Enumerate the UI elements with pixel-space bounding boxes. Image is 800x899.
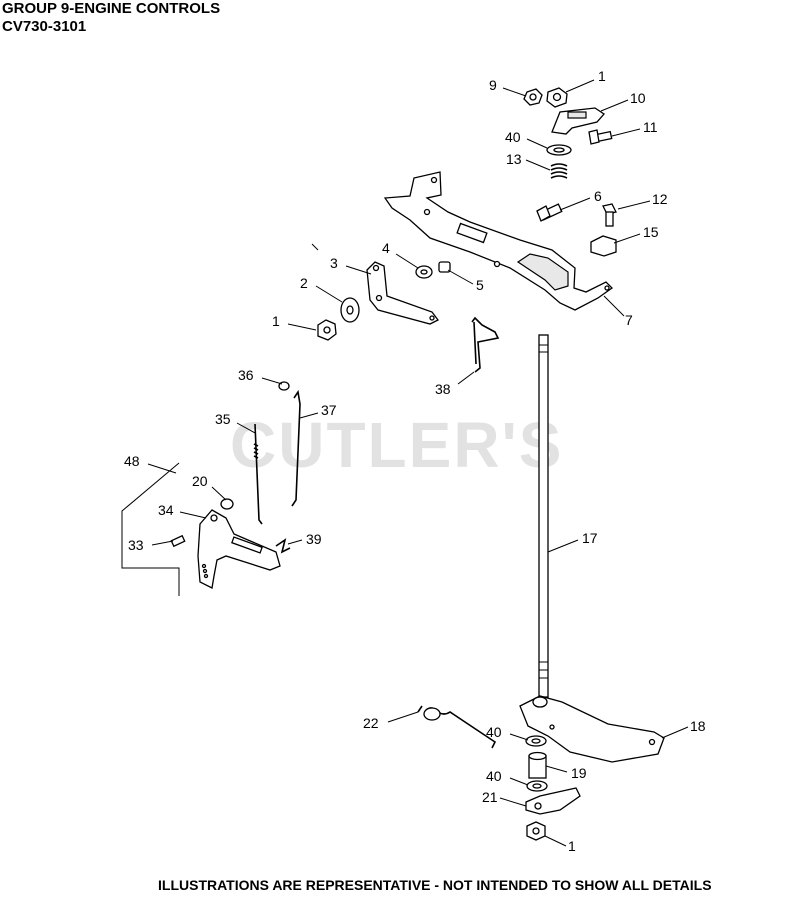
watermark: CUTLER'S (230, 409, 564, 481)
part-11-screw (588, 129, 613, 145)
callout-1-top: 1 (598, 68, 606, 84)
part-48-group-outline (121, 462, 180, 596)
part-40-washer-top (546, 144, 572, 156)
callout-1-left: 1 (272, 313, 280, 329)
callout-17: 17 (582, 530, 598, 546)
part-7-main-bracket (383, 171, 614, 311)
part-38-link (471, 316, 500, 373)
callout-6: 6 (594, 188, 602, 204)
disclaimer-footer: ILLUSTRATIONS ARE REPRESENTATIVE - NOT I… (158, 877, 712, 893)
part-10-bracket (551, 107, 605, 135)
callout-9: 9 (489, 77, 497, 93)
callout-37: 37 (321, 402, 337, 418)
part-17-shaft (538, 334, 549, 698)
callout-40-mid: 40 (486, 724, 502, 740)
part-37-rod (291, 389, 301, 507)
callout-4: 4 (382, 240, 390, 256)
callout-labels: 9 1 10 11 40 13 6 12 15 4 3 5 2 7 1 38 3… (124, 68, 706, 854)
callout-7: 7 (625, 312, 633, 328)
callout-10: 10 (630, 90, 646, 106)
callout-18: 18 (690, 718, 706, 734)
part-15-clip (590, 235, 617, 257)
callout-35: 35 (215, 411, 231, 427)
callout-21: 21 (482, 789, 498, 805)
callout-11: 11 (643, 119, 658, 135)
callout-1-bottom: 1 (568, 838, 576, 854)
part-9-nut (523, 88, 543, 106)
part-5-clip (438, 261, 451, 273)
callout-48: 48 (124, 453, 140, 469)
callout-13: 13 (506, 151, 522, 167)
callout-19: 19 (571, 765, 587, 781)
callout-40-top: 40 (505, 129, 521, 145)
callout-2: 2 (300, 275, 308, 291)
callout-39: 39 (306, 531, 322, 547)
part-34-lever-plate (197, 509, 281, 589)
callout-12: 12 (652, 191, 668, 207)
part-35-rod (253, 423, 263, 525)
part-22-spring (417, 705, 497, 749)
part-13-spring (550, 163, 568, 179)
callout-5: 5 (476, 277, 484, 293)
part-6-bolt (536, 203, 563, 222)
part-19-spacer (528, 751, 547, 779)
model-number: CV730-3101 (2, 18, 87, 35)
part-3-lever (366, 261, 439, 325)
callout-3: 3 (330, 255, 338, 271)
part-39-clip (275, 538, 291, 554)
page-title: GROUP 9-ENGINE CONTROLS (2, 0, 221, 17)
part-20-nut (220, 498, 234, 510)
part-21-lever (525, 787, 581, 815)
part-12-screw (602, 203, 617, 227)
part-1-left-nut (317, 319, 337, 341)
callout-22: 22 (363, 715, 379, 731)
callout-15: 15 (643, 224, 659, 240)
callout-20: 20 (192, 473, 208, 489)
callout-34: 34 (158, 502, 174, 518)
part-40-washer-low (526, 780, 548, 792)
leader-lines (147, 79, 689, 847)
part-18-arm (519, 695, 665, 763)
callout-38: 38 (435, 381, 451, 397)
part-1-top-nut (546, 87, 568, 108)
part-40-washer-mid (525, 735, 547, 747)
part-1-bottom-nut (526, 821, 546, 841)
part-4-washer (415, 265, 433, 279)
callout-36: 36 (238, 367, 254, 383)
callout-33: 33 (128, 537, 144, 553)
callout-40-low: 40 (486, 768, 502, 784)
part-33-screw (170, 534, 186, 548)
part-2-washer (340, 297, 360, 323)
